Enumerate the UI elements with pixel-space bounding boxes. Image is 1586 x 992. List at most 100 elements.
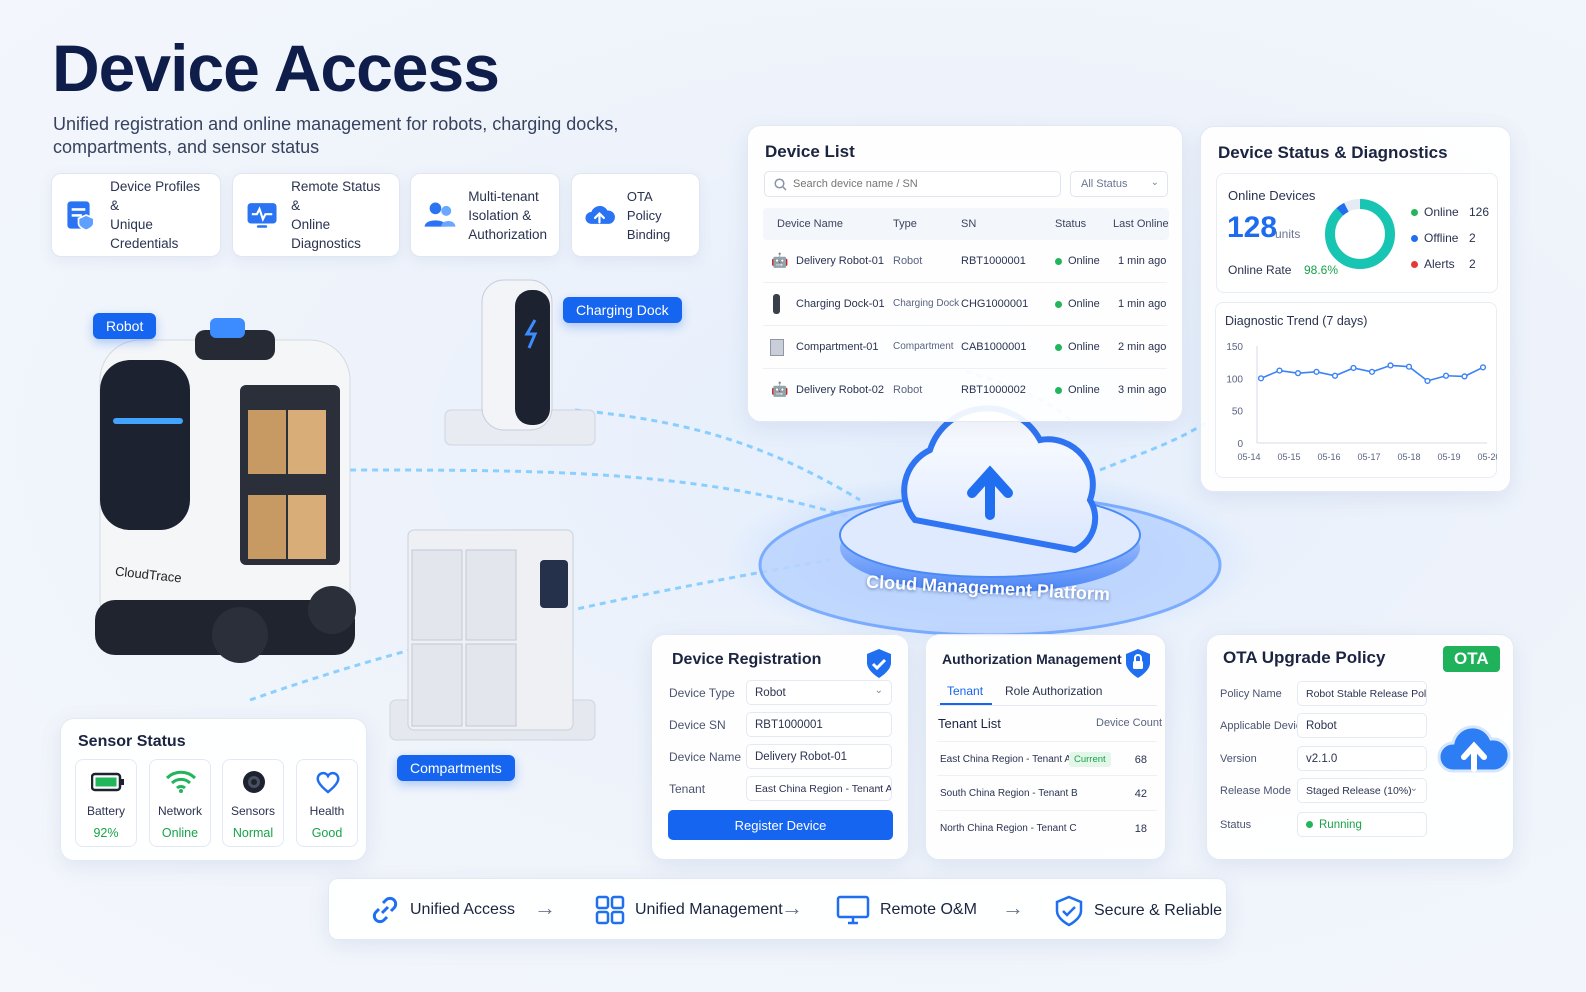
x-tick-label: 05-15 [1277,452,1300,462]
tenant-name: North China Region - Tenant C [940,823,1077,834]
tenant-count: 42 [1134,788,1147,800]
compartments-tag: Compartments [397,755,515,781]
trend-point [1331,372,1339,379]
cell-name: Charging Dock-01 [796,298,885,310]
sensor-label: Sensors [230,804,276,818]
grid-icon [595,895,625,925]
battery-icon [91,772,124,792]
feature-label: Policy Binding [626,207,671,242]
trend-point [1461,373,1468,380]
device-sn-value: RBT1000001 [755,719,823,731]
y-tick-label: 150 [1226,342,1243,353]
applicable-device-value: Robot [1306,720,1337,732]
cell-last-online: 1 min ago [1118,255,1167,267]
device-name-input[interactable]: Delivery Robot-01 [746,744,892,769]
heart-icon [316,771,340,794]
cell-name: Delivery Robot-01 [796,255,885,267]
legend-value: 126 [1469,205,1490,219]
monitor-pulse-icon [247,203,277,228]
chevron-down-icon: ⌄ [874,685,883,696]
table-row[interactable]: 🤖 Delivery Robot-01 Robot RBT1000001 Onl… [763,240,1167,283]
status-text: Online [1068,298,1100,310]
trend-point [1368,368,1376,375]
cell-status: Online [1055,298,1100,310]
applicable-device-field[interactable]: Robot [1297,713,1427,738]
tenant-select[interactable]: East China Region - Tenant A⌄ [746,776,892,801]
ota-title: OTA Upgrade Policy [1223,648,1386,667]
flow-secure-reliable: Secure & Reliable [1054,895,1222,927]
search-input[interactable] [793,175,1053,193]
status-value: Running [1319,819,1362,831]
col-sn: SN [961,218,977,230]
device-sn-input[interactable]: RBT1000001 [746,712,892,737]
flow-unified-access: Unified Access [370,895,515,925]
release-mode-select[interactable]: Staged Release (10%)⌄ [1297,778,1427,803]
arrow-right-icon: → [534,895,556,920]
tab-tenant[interactable]: Tenant [947,684,984,698]
users-icon [424,202,456,227]
online-rate-label: Online Rate [1228,263,1292,277]
tenant-row[interactable]: North China Region - Tenant C 18 [937,811,1157,846]
version-value: v2.1.0 [1306,753,1338,765]
version-field[interactable]: v2.1.0 [1297,746,1427,771]
status-text: Online [1068,384,1100,396]
table-row[interactable]: 🤖 Delivery Robot-02 Robot RBT1000002 Onl… [763,369,1167,412]
flow-label: Remote O&M [880,901,977,918]
legend-label: Alerts [1424,257,1455,271]
trend-point [1276,367,1283,374]
cell-last-online: 1 min ago [1118,298,1167,310]
robot-icon: 🤖 [771,252,789,268]
policy-name-field[interactable]: Robot Stable Release Policy [1297,681,1427,706]
charging-dock-illustration [444,279,596,446]
online-dot-icon [1055,343,1062,351]
status-text: Online [1068,255,1100,267]
y-tick-label: 50 [1232,407,1244,418]
current-badge: Current [1069,752,1111,767]
device-count-header: Device Count [1096,717,1163,729]
trend-point [1387,362,1394,369]
sensor-battery: Battery 92% [75,759,137,847]
chevron-down-icon: ⌄ [1150,177,1159,188]
table-row[interactable]: Compartment-01 Compartment CAB1000001 On… [763,326,1167,369]
online-legend-dot-icon [1411,209,1418,217]
field-label-tenant: Tenant [669,782,706,796]
tenant-value: East China Region - Tenant A [755,783,892,795]
tab-role-authorization[interactable]: Role Authorization [1005,684,1103,698]
tenant-row[interactable]: East China Region - Tenant A Current 68 [937,741,1157,776]
lock-shield-icon [1126,649,1150,678]
cell-status: Online [1055,384,1100,396]
flow-remote-om: Remote O&M [836,895,977,925]
running-dot-icon [1306,821,1313,829]
arrow-right-icon: → [781,895,803,920]
table-row[interactable]: Charging Dock-01 Charging Dock CHG100000… [763,283,1167,326]
sensor-value: Good [311,826,343,840]
tab-divider [937,705,1157,706]
field-label-device-sn: Device SN [669,718,726,732]
sensor-label: Battery [86,804,125,818]
x-tick-label: 05-17 [1357,452,1380,462]
status-filter-select[interactable]: All Status ⌄ [1070,171,1168,197]
register-device-button[interactable]: Register Device [668,810,893,840]
status-field: Running [1297,812,1427,837]
device-type-select[interactable]: Robot⌄ [746,680,892,705]
feature-label: Authorization [468,226,547,242]
table-header: Device Name Type SN Status Last Online [763,208,1169,240]
trend-point [1442,372,1450,379]
camera-lens-icon [243,771,265,793]
trend-point [1257,375,1265,382]
search-box[interactable] [764,171,1061,197]
x-tick-label: 05-18 [1397,452,1420,462]
trend-point [1405,363,1413,370]
trend-point [1313,368,1320,375]
flow-label: Unified Management [635,901,783,918]
tenant-row[interactable]: South China Region - Tenant B 42 [937,776,1157,811]
sensor-label: Network [157,804,202,818]
trend-point [1350,364,1357,372]
compartments-illustration [389,529,596,741]
flow-label: Secure & Reliable [1094,902,1223,919]
online-dot-icon [1055,386,1062,394]
feature-device-profiles: Device Profiles &Unique Credentials [51,173,221,257]
